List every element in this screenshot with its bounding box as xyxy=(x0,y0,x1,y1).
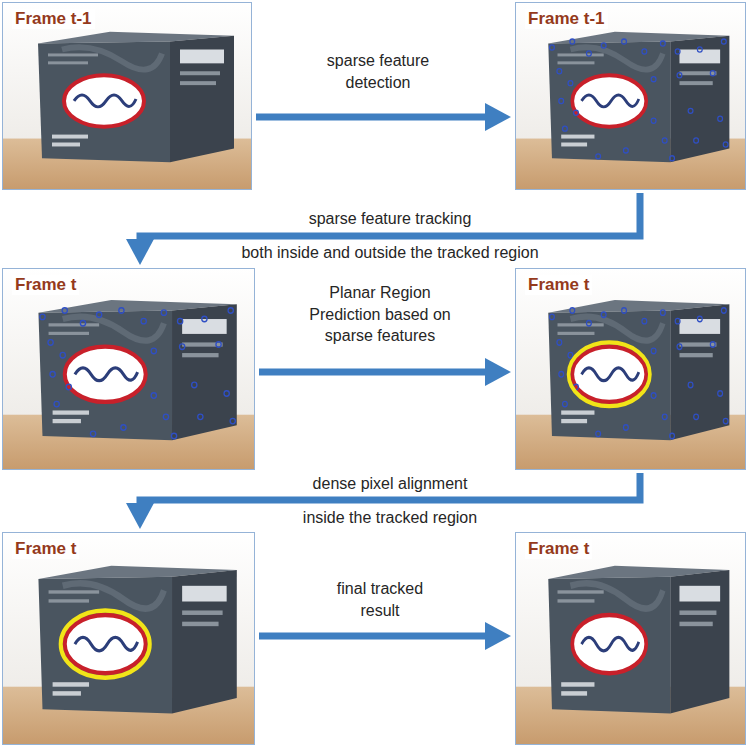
step-note: inside the tracked region xyxy=(240,507,540,529)
flow-arrow xyxy=(259,369,497,376)
box-photo xyxy=(2,2,252,190)
frame-label: Frame t-1 xyxy=(12,9,95,29)
frame-panel: Frame t xyxy=(2,532,255,745)
step-label: Planar Region Prediction based on sparse… xyxy=(295,282,465,347)
feature-points xyxy=(40,308,236,439)
box-photo xyxy=(515,532,746,745)
frame-label: Frame t xyxy=(525,539,592,559)
step-label: final tracked result xyxy=(320,578,440,621)
frame-label: Frame t xyxy=(525,275,592,295)
frame-label: Frame t xyxy=(12,539,79,559)
flow-arrow xyxy=(140,473,640,515)
feature-points xyxy=(550,39,729,161)
step-label: sparse feature detection xyxy=(298,50,458,93)
frame-label: Frame t xyxy=(12,275,79,295)
frame-panel: Frame t-1 xyxy=(2,2,252,190)
flow-arrow xyxy=(256,114,497,121)
aligned-region xyxy=(61,610,150,677)
flow-arrow xyxy=(140,193,640,251)
frame-panel: Frame t xyxy=(515,532,746,745)
box-photo xyxy=(2,532,255,745)
frame-panel: Frame t-1 xyxy=(515,2,746,190)
step-label: dense pixel alignment xyxy=(260,473,520,495)
flow-arrow xyxy=(259,633,497,640)
box-photo xyxy=(515,268,746,470)
box-photo xyxy=(2,268,255,470)
step-label: sparse feature tracking xyxy=(260,208,520,230)
frame-panel: Frame t xyxy=(2,268,255,470)
step-note: both inside and outside the tracked regi… xyxy=(190,242,590,264)
feature-points xyxy=(550,308,729,439)
frame-panel: Frame t xyxy=(515,268,746,470)
frame-label: Frame t-1 xyxy=(525,9,608,29)
predicted-region xyxy=(569,342,650,406)
box-photo xyxy=(515,2,746,190)
